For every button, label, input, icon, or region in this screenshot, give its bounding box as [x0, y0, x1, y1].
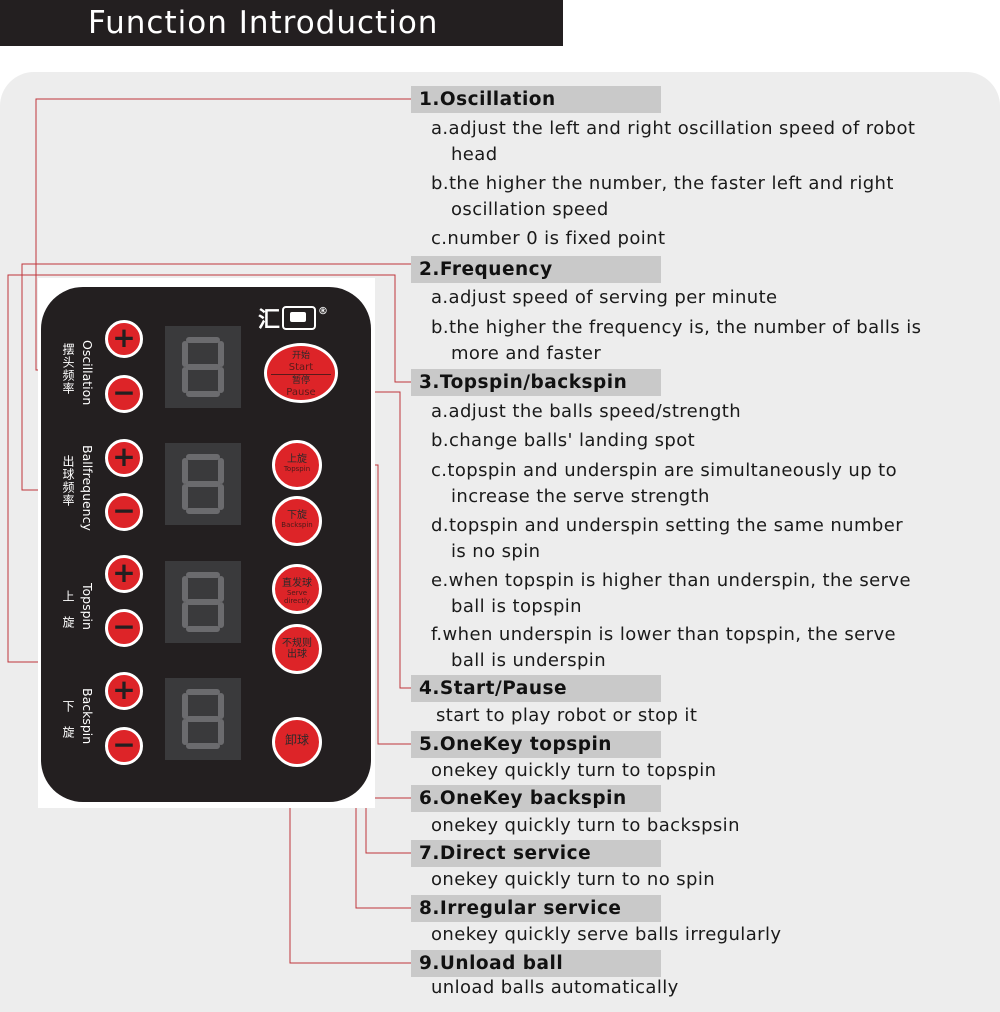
label-topspin: Topspin [80, 583, 95, 630]
section-line: increase the serve strength [451, 486, 710, 507]
frequency-minus-button[interactable]: − [105, 493, 143, 531]
topspin-button-label-cn: 上旋 [287, 454, 307, 465]
section-line: a.adjust the balls speed/strength [431, 401, 742, 422]
section-line: a.adjust speed of serving per minute [431, 287, 778, 308]
label-oscillation: Oscillation [80, 340, 95, 406]
backspin-display [165, 678, 241, 760]
frequency-plus-button[interactable]: + [105, 439, 143, 477]
section-heading-onekey-topspin: 5.OneKey topspin [411, 731, 661, 758]
frequency-display [165, 443, 241, 525]
section-line: ball is topspin [451, 596, 582, 617]
section-line: ball is underspin [451, 650, 607, 671]
section-line: oscillation speed [451, 199, 609, 220]
section-heading-oscillation: 1.Oscillation [411, 86, 661, 113]
section-line: e.when topspin is higher than underspin,… [431, 570, 911, 591]
label-topspin-cn: 上旋 [61, 590, 75, 642]
section-heading-direct-service: 7.Direct service [411, 840, 661, 867]
start-pause-button[interactable]: 开始 Start 暂停 Pause [264, 343, 338, 403]
label-backspin: Backspin [80, 688, 95, 745]
topspin-button-label: Topspin [283, 465, 311, 473]
topspin-display [165, 561, 241, 643]
onekey-backspin-button[interactable]: 下旋 Backspin [272, 496, 322, 546]
label-ballfrequency: Ballfrequency [80, 445, 95, 531]
unload-ball-button[interactable]: 卸球 [272, 717, 322, 767]
label-backspin-cn: 下旋 [61, 700, 75, 752]
backspin-plus-button[interactable]: + [105, 672, 143, 710]
seven-segment-icon [182, 454, 224, 514]
direct-service-button[interactable]: 直发球 Serve directly [272, 564, 322, 614]
oscillation-plus-button[interactable]: + [105, 320, 143, 358]
backspin-button-label-cn: 下旋 [287, 510, 307, 521]
section-line: a.adjust the left and right oscillation … [431, 118, 916, 139]
section-line: is no spin [451, 541, 541, 562]
topspin-minus-button[interactable]: − [105, 609, 143, 647]
section-line: unload balls automatically [431, 977, 679, 998]
seven-segment-icon [182, 572, 224, 632]
section-heading-spin: 3.Topspin/backspin [411, 369, 661, 396]
section-line: onekey quickly turn to backspsin [431, 815, 740, 836]
section-line: c.number 0 is fixed point [431, 228, 666, 249]
irregular-button-label-cn1: 不规则 [282, 638, 312, 649]
logo-registered: ® [318, 305, 329, 317]
topspin-plus-button[interactable]: + [105, 555, 143, 593]
section-line: b.change balls' landing spot [431, 430, 696, 451]
oscillation-display [165, 326, 241, 408]
oscillation-minus-button[interactable]: − [105, 375, 143, 413]
label-oscillation-cn: 摆头频率 [61, 343, 75, 395]
unload-button-label-cn: 卸球 [284, 733, 309, 747]
section-line: onekey quickly serve balls irregularly [431, 924, 782, 945]
section-line: c.topspin and underspin are simultaneous… [431, 460, 898, 481]
section-line: onekey quickly turn to topspin [431, 760, 717, 781]
seven-segment-icon [182, 337, 224, 397]
section-line: head [451, 144, 498, 165]
section-line: start to play robot or stop it [436, 705, 698, 726]
section-line: onekey quickly turn to no spin [431, 869, 716, 890]
brand-logo: 汇 ® [258, 301, 338, 335]
label-ballfrequency-cn: 出球频率 [61, 455, 75, 507]
callout-line-unload [289, 765, 411, 964]
section-heading-start-pause: 4.Start/Pause [411, 675, 661, 702]
callout-line-spin [7, 274, 411, 663]
section-line: more and faster [451, 343, 602, 364]
irregular-button-label-cn2: 出球 [287, 649, 307, 660]
section-line: b.the higher the frequency is, the numbe… [431, 317, 922, 338]
onekey-topspin-button[interactable]: 上旋 Topspin [272, 440, 322, 490]
section-heading-onekey-backspin: 6.OneKey backspin [411, 785, 661, 812]
start-label-cn: 开始 [291, 351, 310, 361]
seven-segment-icon [182, 689, 224, 749]
section-heading-unload-ball: 9.Unload ball [411, 950, 661, 977]
logo-text: 汇 [258, 308, 281, 333]
section-line: f.when underspin is lower than topspin, … [431, 624, 896, 645]
irregular-service-button[interactable]: 不规则 出球 [272, 624, 322, 674]
direct-button-label: Serve directly [283, 589, 311, 605]
direct-button-label-cn: 直发球 [282, 578, 312, 589]
pause-label: Pause [286, 387, 316, 398]
section-line: d.topspin and underspin setting the same… [431, 515, 903, 536]
section-line: b.the higher the number, the faster left… [431, 173, 894, 194]
logo-icon [282, 306, 317, 330]
page-title: Function Introduction [0, 0, 563, 46]
backspin-button-label: Backspin [281, 521, 313, 529]
backspin-minus-button[interactable]: − [105, 727, 143, 765]
pause-label-cn: 暂停 [291, 376, 310, 386]
section-heading-irregular-service: 8.Irregular service [411, 895, 661, 922]
section-heading-frequency: 2.Frequency [411, 256, 661, 283]
start-label: Start [288, 362, 314, 373]
